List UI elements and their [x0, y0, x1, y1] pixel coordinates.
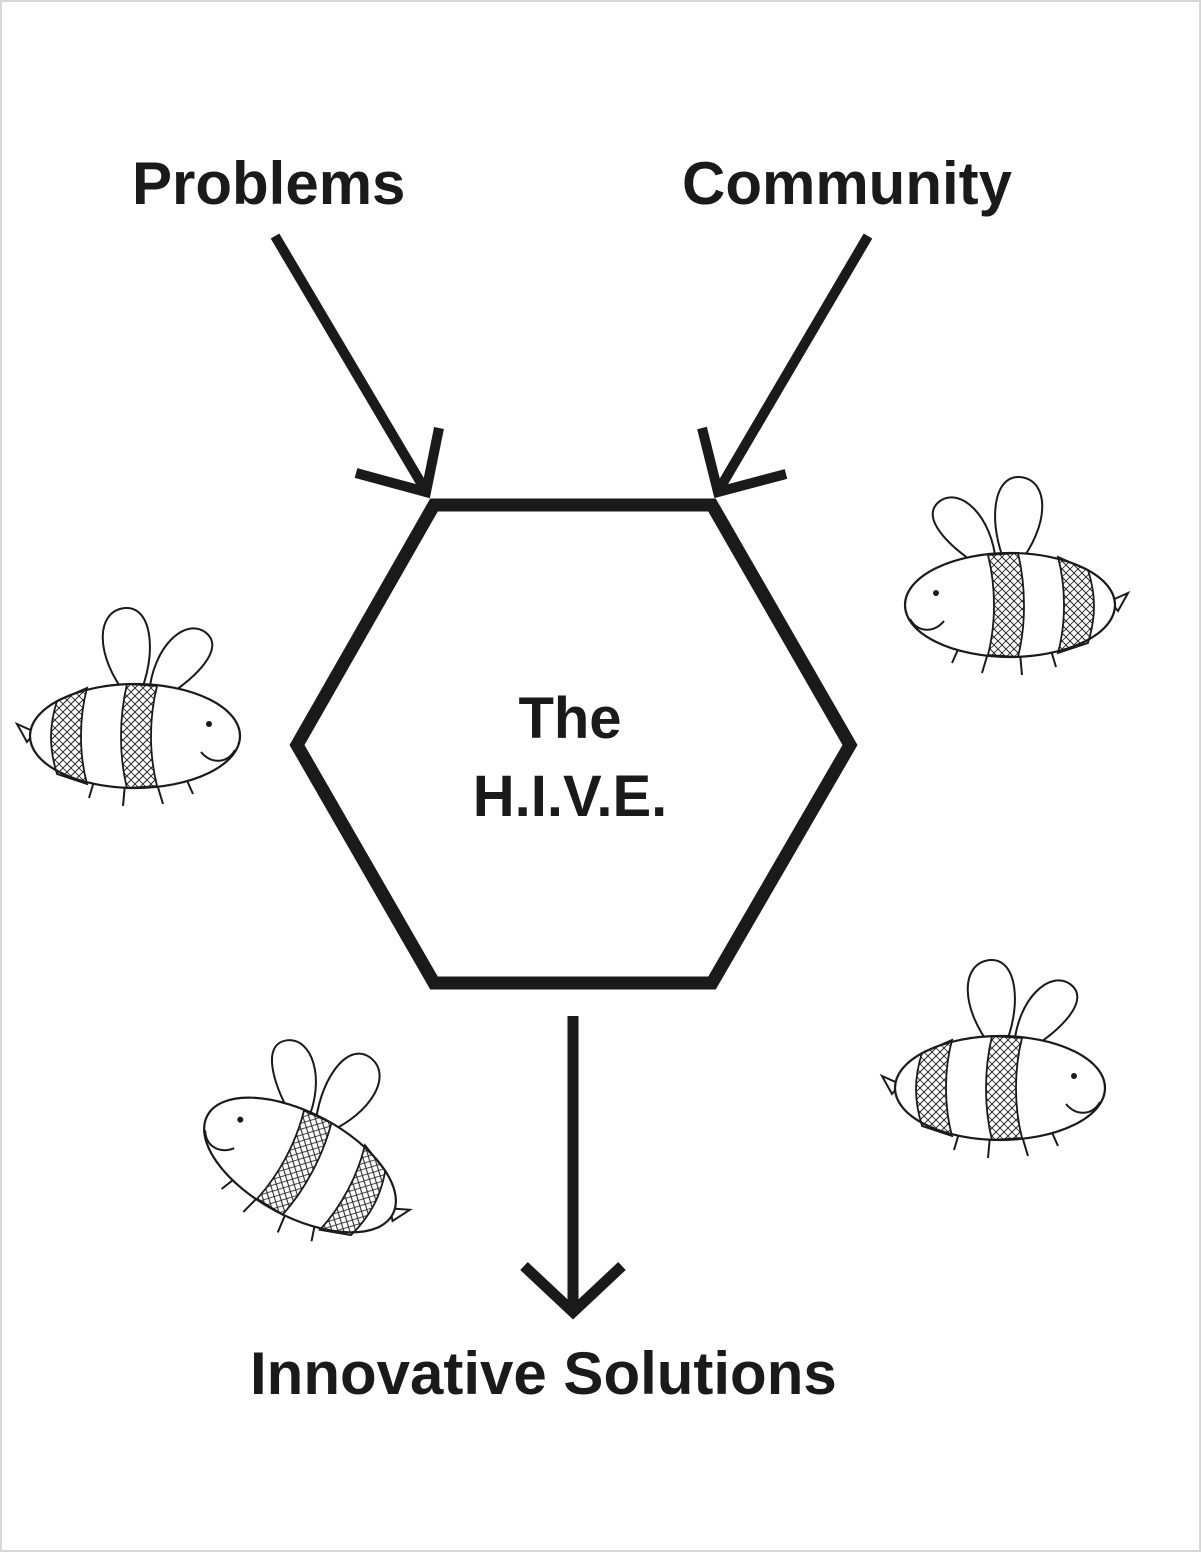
problems-label: Problems [132, 150, 406, 217]
solutions-arrow [520, 1016, 626, 1320]
community-arrow [697, 233, 873, 499]
bee-illustration-bottom-left [173, 1001, 466, 1284]
bee-illustration-top-right [903, 475, 1130, 677]
community-label: Community [682, 150, 1012, 217]
problems-arrow [270, 233, 444, 499]
hive-hexagon [289, 498, 858, 990]
bee-illustration-bottom-right [880, 958, 1107, 1160]
bee-illustration-left [15, 606, 242, 808]
hive-title: The H.I.V.E. [440, 680, 700, 837]
hive-title-line1: The [518, 686, 622, 751]
innovative-solutions-label: Innovative Solutions [250, 1340, 837, 1407]
hive-title-line2: H.I.V.E. [472, 764, 668, 830]
